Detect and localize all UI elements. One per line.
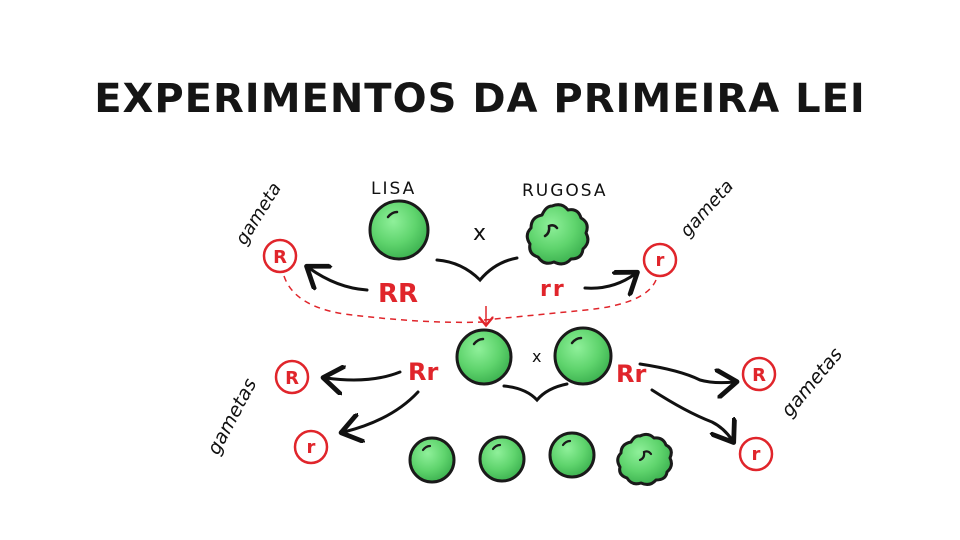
gamete-circle-top-right: r [644, 244, 676, 276]
gamete-allele-f1-left-lower: r [307, 437, 316, 458]
smooth-pea-f1-left [457, 330, 511, 384]
phenotype-label-wrinkled: RUGOSA [522, 181, 608, 201]
gametes-label-right: gametas [777, 343, 847, 421]
gamete-circle-f1-left-lower: r [295, 431, 327, 463]
gamete-circle-f1-left-upper: R [276, 361, 308, 393]
gamete-allele-top-left: R [273, 247, 287, 268]
gamete-label-top-right: gameta [676, 176, 738, 241]
parental-cross-brace [437, 258, 517, 280]
smooth-pea-f2-2 [480, 437, 524, 481]
smooth-pea-f2-1 [410, 438, 454, 482]
gamete-circle-f1-right-lower: r [740, 438, 772, 470]
smooth-pea-f2-3 [550, 433, 594, 477]
genotype-rr-dominant: RR [378, 279, 418, 309]
f1-cross-symbol: x [532, 347, 541, 366]
gamete-label-top-left: gameta [231, 179, 285, 249]
arrow-f1-left-upper [326, 372, 400, 380]
gamete-circle-top-left: R [264, 240, 296, 272]
arrow-f1-right-upper [640, 364, 734, 383]
arrow-to-gamete-right [585, 274, 635, 288]
dashed-line-right-gamete [484, 280, 656, 320]
wrinkled-pea-parent [527, 205, 588, 264]
gametes-label-left: gametas [203, 375, 261, 459]
f1-cross-brace [504, 384, 567, 400]
arrow-to-gamete-left [309, 268, 367, 290]
phenotype-label-smooth: LISA [371, 179, 416, 199]
arrow-f1-right-lower [652, 390, 732, 440]
gamete-allele-top-right: r [656, 250, 665, 271]
genotype-f1-left: Rr [408, 358, 438, 386]
smooth-pea-parent [370, 201, 428, 259]
smooth-pea-f1-right [555, 328, 611, 384]
gamete-allele-f1-left-upper: R [285, 368, 299, 389]
wrinkled-pea-f2 [618, 434, 672, 484]
genotype-rr-recessive: rr [540, 277, 566, 302]
gamete-circle-f1-right-upper: R [743, 358, 775, 390]
gamete-allele-f1-right-lower: r [752, 444, 761, 465]
gamete-allele-f1-right-upper: R [752, 365, 766, 386]
parental-cross-symbol: x [473, 221, 486, 246]
arrow-f1-left-lower [344, 392, 418, 432]
